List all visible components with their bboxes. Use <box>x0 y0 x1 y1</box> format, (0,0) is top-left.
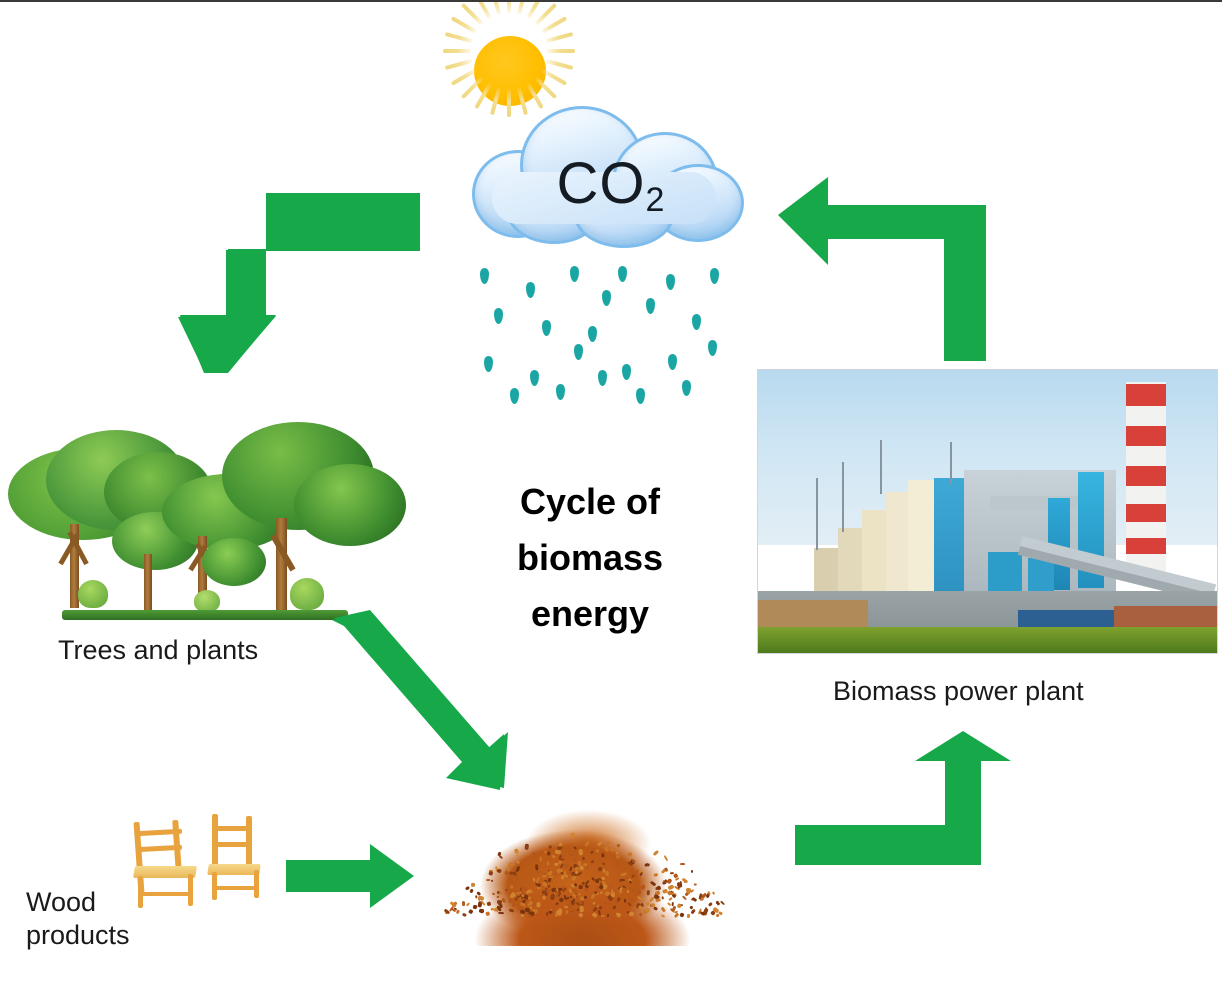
sawdust-speck <box>686 913 691 918</box>
arrow-sawdust-to-plant <box>795 731 1011 865</box>
raindrop <box>668 354 677 370</box>
page-title: Cycle of biomass energy <box>440 474 740 642</box>
sawdust-speck <box>581 856 585 860</box>
sun-ray <box>547 49 575 53</box>
raindrop <box>556 384 565 400</box>
sun-ray <box>507 89 511 117</box>
sawdust-speck <box>524 843 529 850</box>
sawdust-speck <box>541 895 546 900</box>
label-biomass-power-plant: Biomass power plant <box>833 676 1084 706</box>
raindrop <box>570 266 579 282</box>
raindrop <box>708 340 717 356</box>
raindrop <box>542 320 551 336</box>
arrow-co2-to-trees-shape <box>178 193 420 371</box>
label-wood-products: Wood products <box>26 886 176 953</box>
sawdust-speck <box>510 885 514 889</box>
title-line-2: biomass <box>516 537 664 579</box>
sun-ray <box>443 49 471 53</box>
sawdust-speck <box>571 910 575 916</box>
sawdust-speck <box>521 885 526 892</box>
sun-ray <box>540 16 568 34</box>
arrow-wood-to-sawdust <box>286 844 414 908</box>
sawdust-speck <box>554 849 561 854</box>
co2-label: CO2 <box>466 150 756 219</box>
label-wood-line1: Wood <box>26 887 97 917</box>
sawdust-speck <box>558 887 563 891</box>
sawdust-speck <box>570 832 575 837</box>
sawdust-speck <box>573 882 578 887</box>
sawdust-speck <box>573 863 578 867</box>
sawdust-speck <box>578 884 583 889</box>
sawdust-speck <box>671 901 674 906</box>
title-line-1: Cycle of <box>519 481 661 522</box>
tree-ground <box>62 610 348 620</box>
raindrop <box>526 282 535 298</box>
sawdust-speck <box>638 904 643 909</box>
raindrop <box>530 370 539 386</box>
sawdust-pile-icon <box>430 774 735 949</box>
sawdust-speck <box>485 878 490 882</box>
sawdust-speck <box>514 874 519 881</box>
sawdust-speck <box>602 868 605 874</box>
sawdust-speck <box>580 906 585 913</box>
cloud-icon: CO2 <box>466 98 756 268</box>
raindrop <box>484 356 493 372</box>
wooden-chairs-icon <box>126 814 276 918</box>
sawdust-speck <box>462 912 467 917</box>
sawdust-speck <box>547 851 550 856</box>
label-trees-and-plants: Trees and plants <box>58 635 259 665</box>
sawdust-speck <box>563 905 569 908</box>
raindrop <box>666 274 675 290</box>
sun-ray <box>444 58 473 71</box>
co2-subscript: 2 <box>645 181 666 219</box>
sawdust-speck <box>582 860 587 864</box>
sawdust-speck <box>605 870 609 876</box>
sun-ray <box>507 2 511 13</box>
sawdust-speck <box>548 910 553 914</box>
power-plant-photo <box>757 369 1218 654</box>
sawdust-speck <box>535 863 539 870</box>
raindrop <box>480 268 489 284</box>
sawdust-speck <box>546 861 550 865</box>
sawdust-speck <box>554 862 559 866</box>
sawdust-speck <box>597 866 603 872</box>
sawdust-speck <box>579 866 584 871</box>
arrow-plant-to-co2 <box>778 177 986 361</box>
label-wood-line2: products <box>26 920 130 951</box>
co2-text: CO <box>556 151 646 216</box>
raindrop <box>710 268 719 284</box>
sawdust-speck <box>629 911 635 916</box>
raindrop <box>622 364 631 380</box>
sun-ray <box>444 31 473 44</box>
raindrop <box>510 388 519 404</box>
raindrop <box>692 314 701 330</box>
raindrops-icon <box>470 260 720 404</box>
sun-ray <box>516 2 529 15</box>
sawdust-speck <box>646 890 650 895</box>
title-line-3: energy <box>530 593 650 635</box>
sun-ray <box>545 31 574 44</box>
sawdust-speck <box>527 896 531 900</box>
sawdust-speck <box>531 851 537 858</box>
raindrop <box>602 290 611 306</box>
raindrop <box>588 326 597 342</box>
sawdust-speck <box>470 882 475 887</box>
sawdust-speck <box>583 895 588 900</box>
sawdust-speck <box>550 893 555 900</box>
trees-icon <box>6 414 406 626</box>
raindrop <box>598 370 607 386</box>
sawdust-speck <box>679 863 685 866</box>
sawdust-speck <box>578 849 584 855</box>
raindrop <box>494 308 503 324</box>
raindrop <box>636 388 645 404</box>
sun-ray <box>489 2 502 15</box>
sawdust-speck <box>600 914 605 917</box>
sun-icon <box>434 2 584 130</box>
raindrop <box>646 298 655 314</box>
raindrop <box>682 380 691 396</box>
arrow-trees-to-sawdust <box>332 610 508 790</box>
raindrop <box>618 266 627 282</box>
raindrop <box>574 344 583 360</box>
sun-ray <box>545 58 574 71</box>
